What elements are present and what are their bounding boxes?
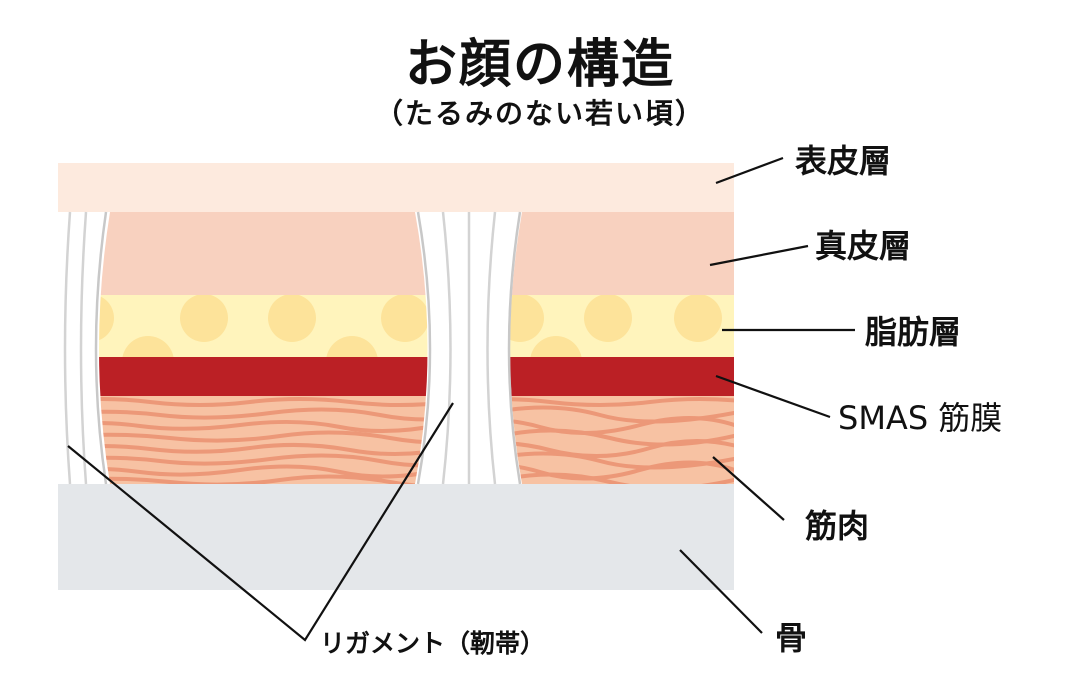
layer-epidermis (58, 163, 734, 212)
layer-smas (58, 357, 734, 396)
label-ligament: リガメント（靭帯） (320, 629, 546, 658)
leader-dermis (709, 244, 809, 267)
label-dermis: 真皮層 (815, 227, 912, 265)
diagram-title: お顔の構造 (404, 35, 675, 95)
label-smas: SMAS 筋膜 (838, 399, 1003, 437)
layer-bone (58, 484, 734, 590)
muscle-fibers (58, 397, 734, 484)
leader-bone (679, 549, 763, 634)
leader-ligament (67, 402, 454, 642)
layer-dermis (58, 212, 734, 295)
label-fat: 脂肪層 (865, 313, 962, 351)
label-muscle: 筋肉 (805, 507, 870, 545)
leader-epidermis (715, 156, 784, 185)
ligament-center (415, 211, 522, 485)
ligament-left (58, 211, 110, 485)
leader-smas (715, 374, 831, 419)
label-bone: 骨 (775, 619, 808, 657)
label-epidermis: 表皮層 (795, 142, 892, 180)
diagram-subtitle: （たるみのない若い頃） (374, 97, 705, 130)
leader-muscle (712, 456, 785, 521)
